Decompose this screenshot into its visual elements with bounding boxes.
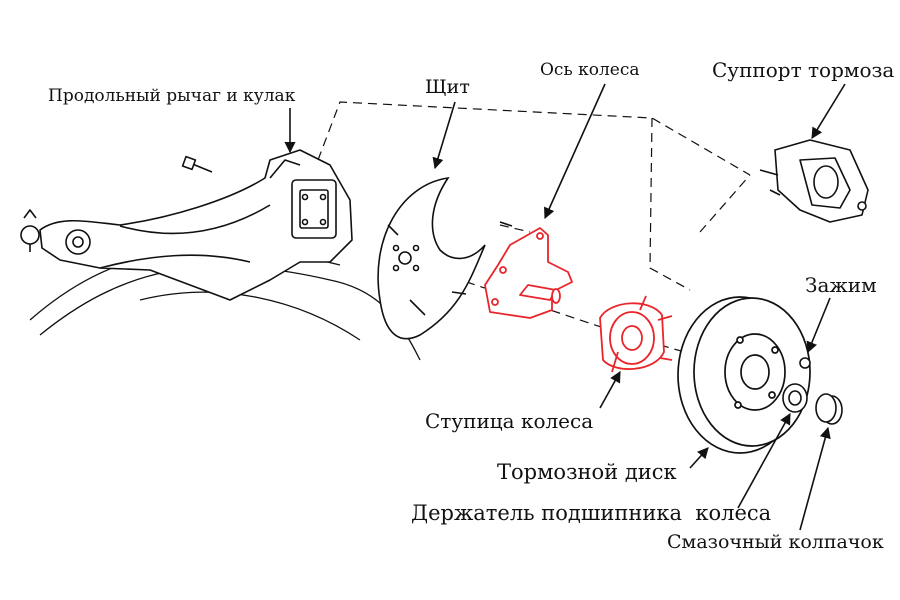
label-clip: Зажим [805,273,877,297]
caliper-drawing [759,139,869,223]
trailing-arm-drawing [20,149,353,301]
label-brake-disc: Тормозной диск [497,460,677,484]
label-wheel-axle: Ось колеса [540,60,640,80]
label-caliper: Суппорт тормоза [712,58,895,82]
label-trailing-arm: Продольный рычаг и кулак [48,86,296,106]
label-shield: Щит [425,76,470,98]
label-grease-cap: Смазочный колпачок [667,531,884,553]
label-hub: Ступица колеса [425,409,594,433]
wheel-axle-drawing [484,227,573,319]
leader-arrows [284,83,846,531]
small-parts-drawing [782,357,843,425]
label-bearing-holder: Держатель подшипника колеса [411,501,772,525]
brake-disc-drawing [677,296,811,454]
wheel-hub-drawing [599,295,673,373]
shield-drawing [377,176,513,340]
